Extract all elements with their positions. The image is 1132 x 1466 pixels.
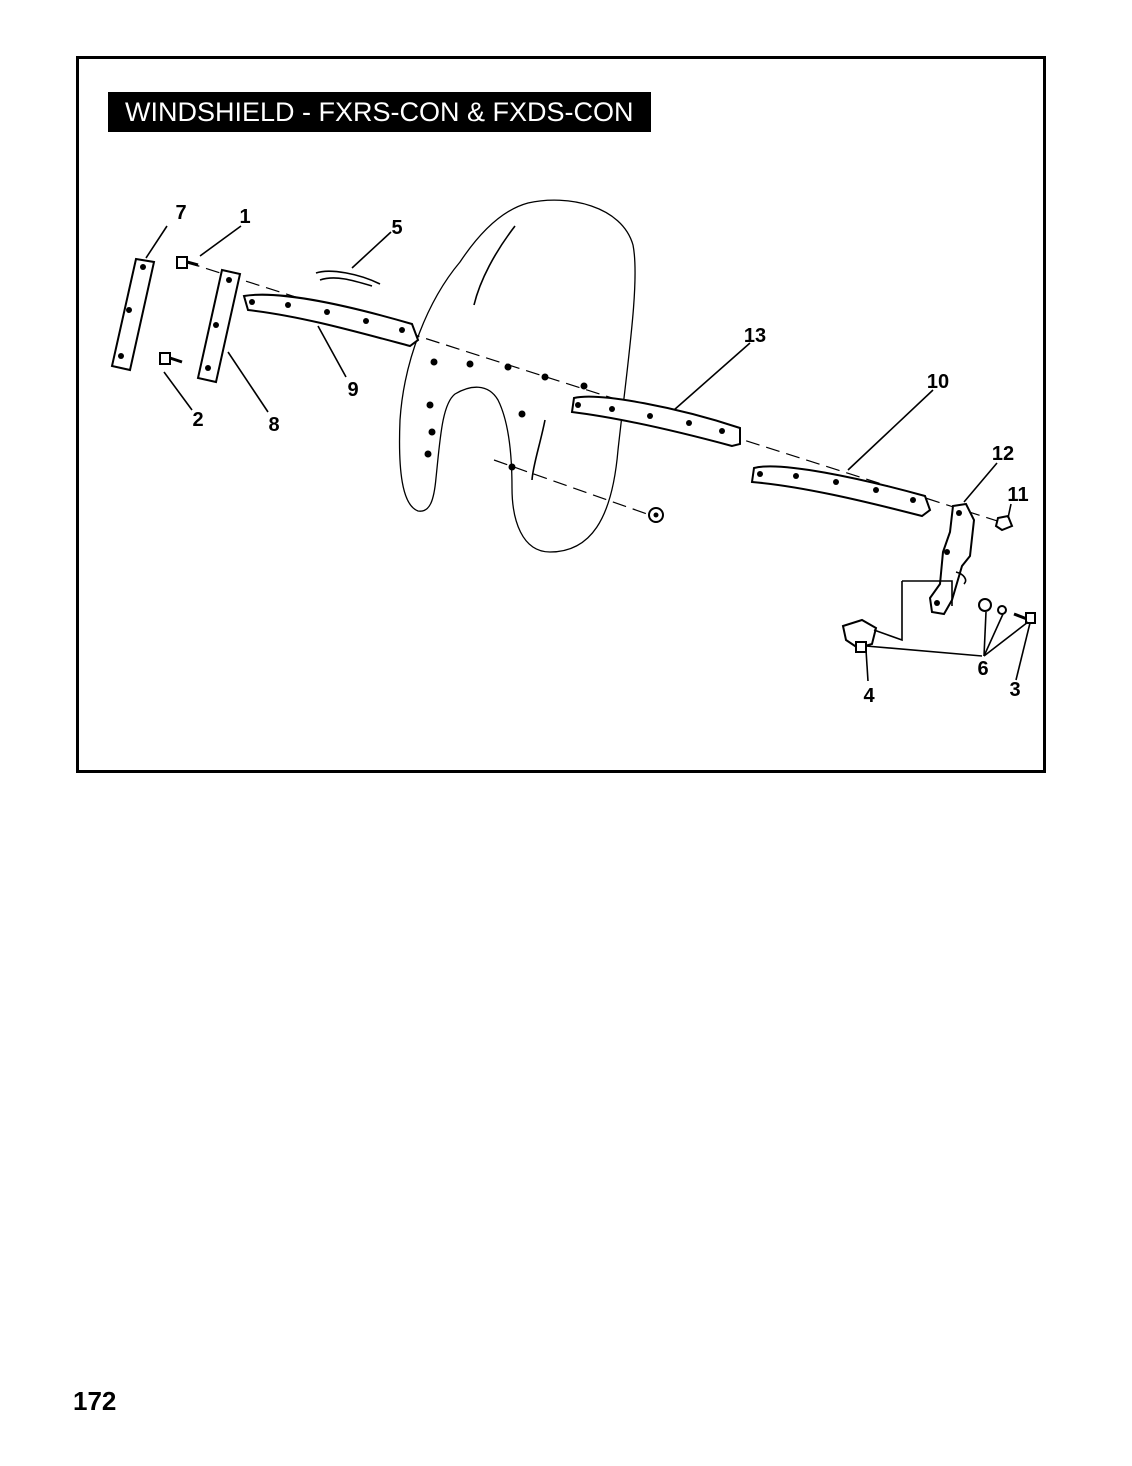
washer bbox=[648, 507, 664, 523]
bracket-part-8 bbox=[196, 268, 242, 384]
screw-part-3 bbox=[1013, 612, 1036, 624]
clamp-reference-line-2 bbox=[873, 581, 903, 642]
callout-12: 12 bbox=[992, 443, 1014, 465]
callout-8: 8 bbox=[268, 414, 279, 436]
windshield-edge-detail-2 bbox=[531, 419, 546, 481]
callout-6: 6 bbox=[977, 658, 988, 680]
callout-7: 7 bbox=[175, 202, 186, 224]
callout-13: 13 bbox=[744, 325, 766, 347]
callout-4: 4 bbox=[863, 685, 875, 707]
callout-5: 5 bbox=[391, 217, 402, 239]
bracket-part-7 bbox=[110, 257, 156, 372]
callout-10: 10 bbox=[927, 371, 949, 393]
callout-3: 3 bbox=[1009, 679, 1020, 701]
mount-bracket-part-12 bbox=[928, 502, 976, 616]
windshield-exploded-view: 7 1 5 9 2 8 13 10 12 11 6 4 3 bbox=[110, 199, 1036, 707]
callout-11: 11 bbox=[1007, 484, 1028, 506]
diagram-title: WINDSHIELD - FXRS-CON & FXDS-CON bbox=[108, 92, 651, 132]
emblem-part-5 bbox=[315, 270, 381, 287]
trim-strip-part-13 bbox=[570, 395, 741, 448]
washer-axis-line bbox=[493, 459, 651, 516]
mounting-axis-line bbox=[185, 261, 1011, 526]
windshield-edge-detail bbox=[473, 225, 516, 306]
leader-lines bbox=[145, 225, 1031, 682]
trim-strip-part-10 bbox=[750, 465, 932, 518]
page-number: 172 bbox=[73, 1386, 117, 1416]
callout-2: 2 bbox=[192, 409, 203, 431]
nut-part-11 bbox=[994, 514, 1014, 532]
clamp-reference-line bbox=[902, 580, 953, 606]
windshield-panel bbox=[398, 199, 636, 553]
washers-part-6 bbox=[978, 598, 1007, 615]
callout-9: 9 bbox=[347, 379, 358, 401]
windshield-holes bbox=[424, 358, 588, 471]
callout-1: 1 bbox=[239, 206, 250, 228]
screw-part-2 bbox=[159, 352, 183, 365]
clamp-reference-line-3 bbox=[865, 645, 983, 657]
trim-strip-part-9 bbox=[242, 293, 420, 348]
clamp-part-4 bbox=[841, 618, 878, 653]
screw-part-1 bbox=[176, 256, 199, 269]
